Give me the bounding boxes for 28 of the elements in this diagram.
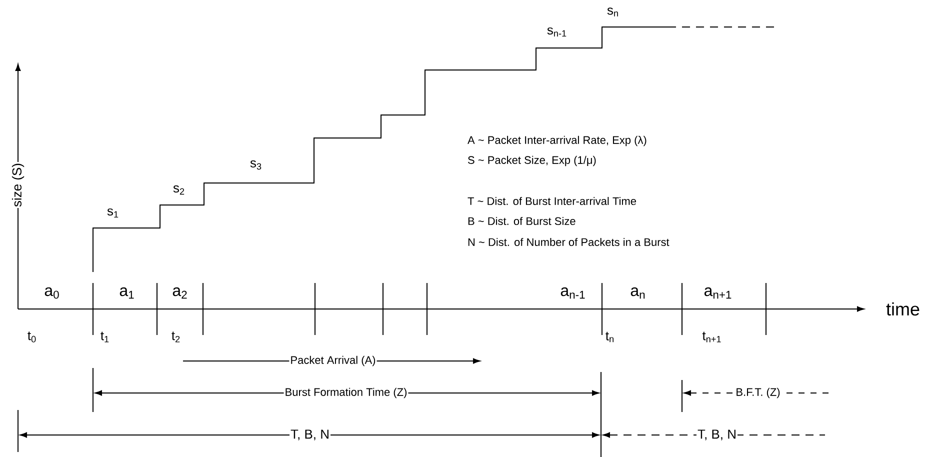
dimension-label: Packet Arrival (A) (289, 354, 377, 368)
time-label: t$_{n}$ (606, 332, 614, 342)
dimension-label: T, B, N (290, 428, 331, 442)
step-label: s$_{3}$ (250, 160, 262, 170)
axis-label: size (S) (10, 162, 26, 208)
time-label: t$_{2}$ (172, 332, 180, 342)
dimension-label: T, B, N (696, 428, 738, 442)
step-label: s$_{2}$ (173, 185, 184, 195)
interval-label: a$_{n+1}$ (704, 287, 732, 299)
note-text: N ~ Dist. of Number of Packets in a Burst (468, 238, 670, 246)
note-text: A ~ Packet Inter-arrival Rate, Exp (λ) (468, 136, 646, 146)
step-label: s$_{n-1}$ (547, 27, 566, 37)
interval-label: a$_{0}$ (44, 287, 59, 299)
time-label: t$_{0}$ (28, 332, 36, 342)
time-label: t$_{n+1}$ (702, 332, 721, 342)
interval-label: a$_{n-1}$ (560, 287, 585, 299)
time-label: t$_{1}$ (100, 332, 109, 342)
interval-label: a$_{2}$ (172, 287, 187, 299)
axis-label: time (886, 302, 920, 316)
interval-label: a$_{n}$ (630, 287, 645, 299)
step-label: s$_{1}$ (107, 208, 118, 218)
dimension-label: B.F.T. (Z) (734, 386, 782, 400)
note-text: S ~ Packet Size, Exp (1/μ) (468, 156, 596, 166)
dimension-label: Burst Formation Time (Z) (284, 386, 408, 400)
note-text: B ~ Dist. of Burst Size (468, 216, 576, 226)
interval-label: a$_{1}$ (120, 287, 134, 299)
note-text: T ~ Dist. of Burst Inter-arrival Time (468, 196, 636, 206)
step-label: s$_{n}$ (607, 8, 618, 16)
